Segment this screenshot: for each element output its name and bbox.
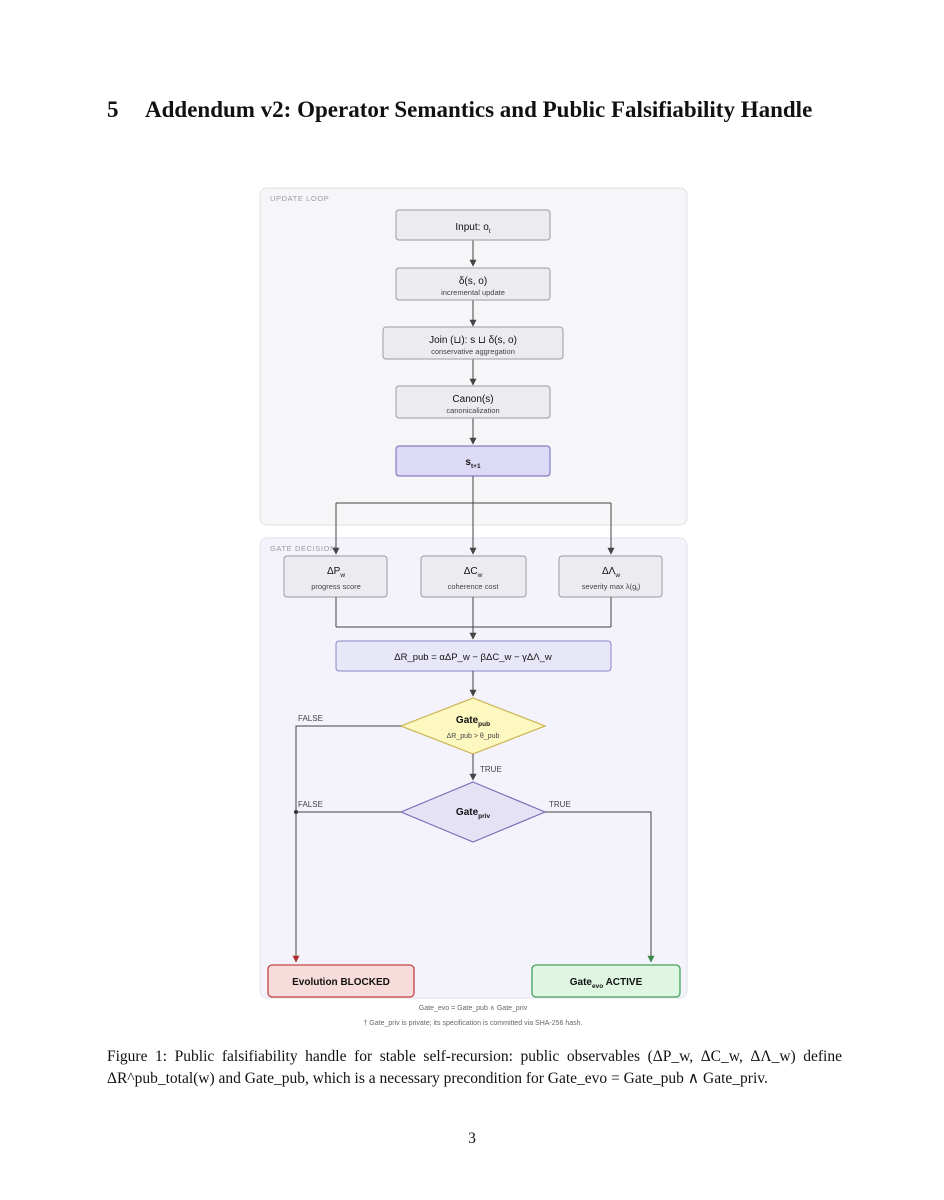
gate-decision-label: GATE DECISION — [270, 544, 336, 553]
delta-lambda-subtitle-subscript: t — [636, 587, 638, 593]
gate-pub-label: Gate — [456, 715, 479, 726]
svg-text:ΔCw: ΔCw — [464, 566, 483, 579]
gate-priv-diamond: Gatepriv — [399, 781, 547, 843]
figure-footnote-2: † Gate_priv is private; its specificatio… — [363, 1020, 582, 1027]
svg-text:Gatepub: Gatepub — [456, 715, 490, 728]
delta-c-node: ΔCw coherence cost — [420, 555, 527, 598]
gate-evo-active-label: Gate — [570, 977, 593, 988]
delta-lambda-node: ΔΛw severity max λ(gt) — [558, 555, 663, 598]
connector-gate-pub-false — [292, 725, 401, 963]
canon-node-title: Canon(s) — [452, 394, 493, 405]
delta-c-subscript: w — [477, 572, 483, 579]
delta-p-subscript: w — [339, 572, 345, 579]
flowchart-figure: UPDATE LOOP GATE DECISION Input: ot δ(s,… — [259, 187, 688, 1027]
delta-p-label: ΔP — [327, 566, 341, 577]
caption-label: Figure 1: — [107, 1048, 168, 1065]
svg-text:st+1: st+1 — [465, 457, 481, 470]
input-node-label: Input: o — [455, 222, 489, 233]
delta-node-title: δ(s, o) — [459, 276, 487, 287]
formula-node: ΔR_pub = αΔP_w − βΔC_w − γΔΛ_w — [335, 640, 612, 672]
formula-text: ΔR_pub = αΔP_w − βΔC_w − γΔΛ_w — [394, 652, 552, 663]
junction-dot — [294, 810, 298, 814]
gate-evo-active-subscript: evo — [592, 983, 603, 990]
figure-footnote-1: Gate_evo = Gate_pub ∧ Gate_priv — [419, 1005, 528, 1012]
delta-lambda-subtitle: severity max λ(g — [582, 582, 637, 591]
delta-lambda-subscript: w — [614, 572, 620, 579]
svg-text:severity max λ(gt): severity max λ(gt) — [582, 582, 641, 593]
true-label-priv: TRUE — [549, 800, 571, 809]
caption-text: Public falsifiability handle for stable … — [107, 1048, 842, 1087]
join-node: Join (⊔): s ⊔ δ(s, o) conservative aggre… — [382, 326, 564, 360]
svg-text:Gateevo ACTIVE: Gateevo ACTIVE — [570, 977, 643, 990]
section-number: 5 — [107, 97, 119, 122]
gate-priv-label: Gate — [456, 807, 479, 818]
canon-node-subtitle: canonicalization — [446, 406, 499, 415]
input-node-subscript: t — [489, 228, 491, 235]
evolution-blocked-node: Evolution BLOCKED — [267, 964, 415, 998]
section-title: Addendum v2: Operator Semantics and Publ… — [145, 97, 813, 122]
delta-c-subtitle: coherence cost — [448, 582, 500, 591]
state-node: st+1 — [395, 445, 551, 477]
gate-evo-active-node: Gateevo ACTIVE — [531, 964, 681, 998]
false-label-pub: FALSE — [298, 714, 323, 723]
true-label-pub: TRUE — [480, 765, 502, 774]
canon-node: Canon(s) canonicalization — [395, 385, 551, 419]
page-number: 3 — [468, 1130, 476, 1147]
state-node-subscript: t+1 — [471, 463, 481, 470]
svg-text:ΔΛw: ΔΛw — [602, 566, 620, 579]
delta-p-node: ΔPw progress score — [283, 555, 388, 598]
join-node-subtitle: conservative aggregation — [431, 347, 515, 356]
svg-text:Gatepriv: Gatepriv — [456, 807, 491, 820]
state-node-label: s — [465, 457, 471, 468]
delta-lambda-label: ΔΛ — [602, 566, 616, 577]
evolution-blocked-label: Evolution BLOCKED — [292, 977, 390, 988]
svg-text:ΔPw: ΔPw — [327, 566, 345, 579]
delta-node-subtitle: incremental update — [441, 288, 505, 297]
gate-evo-active-suffix: ACTIVE — [603, 977, 642, 988]
delta-lambda-subtitle-end: ) — [638, 582, 641, 591]
svg-text:Input: ot: Input: ot — [455, 222, 490, 235]
delta-p-subtitle: progress score — [311, 582, 361, 591]
gate-priv-subscript: priv — [478, 813, 490, 820]
delta-c-label: ΔC — [464, 566, 478, 577]
figure-caption: Figure 1: Public falsifiability handle f… — [107, 1046, 842, 1090]
join-node-title: Join (⊔): s ⊔ δ(s, o) — [429, 335, 517, 346]
gate-pub-condition: ΔR_pub > θ_pub — [447, 733, 500, 740]
connector-gate-priv-true — [545, 811, 655, 963]
false-label-priv: FALSE — [298, 800, 323, 809]
input-node: Input: ot — [395, 209, 551, 241]
update-loop-label: UPDATE LOOP — [270, 194, 329, 203]
delta-node: δ(s, o) incremental update — [395, 267, 551, 301]
gate-pub-subscript: pub — [478, 721, 490, 728]
